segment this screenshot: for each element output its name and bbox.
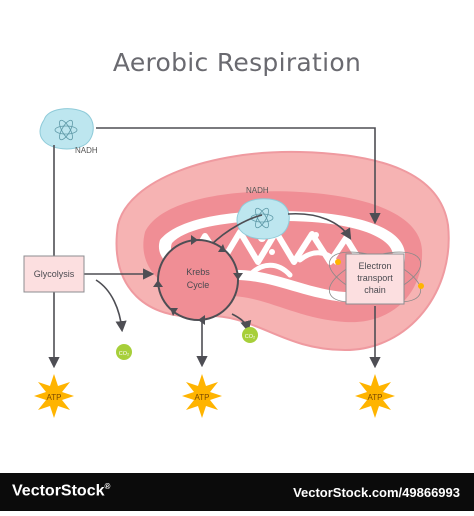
- etc-label-line1: Electron: [358, 261, 391, 271]
- glycolysis-box: [23, 255, 85, 293]
- nadh-molecule-top: [39, 108, 94, 150]
- etc-box: [345, 253, 405, 305]
- etc-electron-dot: [335, 259, 341, 265]
- co2-molecule: [242, 327, 258, 343]
- etc-label-line3: chain: [364, 285, 386, 295]
- co2-label-1: CO₂: [119, 351, 129, 357]
- krebs-cycle: [153, 235, 243, 325]
- mitochondrion: [115, 150, 450, 352]
- footer-brand-text: VectorStock: [12, 482, 105, 500]
- co2-molecule: [116, 344, 132, 360]
- co2-label-2: CO₂: [245, 334, 255, 340]
- connector-krebs-to-nadh: [209, 214, 263, 247]
- arrow-nadh-to-etc-mid: [287, 212, 352, 240]
- atp-label-2: ATP: [195, 393, 210, 402]
- nadh-molecule-mid: [236, 198, 290, 240]
- glycolysis-label: Glycolysis: [34, 269, 75, 279]
- atp-label-1: ATP: [47, 393, 62, 402]
- footer-url: VectorStock.com/49866993: [293, 485, 460, 500]
- krebs-label-line1: Krebs: [186, 267, 210, 277]
- footer-brand: VectorStock®: [12, 482, 110, 500]
- arrow-nadh-to-etc: [96, 127, 381, 225]
- etc-electron-dot: [418, 283, 424, 289]
- atp-star-2: [182, 374, 222, 418]
- etc-label-line2: transport: [357, 273, 393, 283]
- atp-star-3: [355, 374, 395, 418]
- flow-arrows: [48, 127, 381, 369]
- footer-bar: [0, 473, 474, 511]
- krebs-label-line2: Cycle: [187, 280, 210, 290]
- footer-brand-mark: ®: [104, 482, 111, 491]
- atp-star-1: [34, 374, 74, 418]
- nadh-label-top: NADH: [75, 146, 98, 155]
- page-title: Aerobic Respiration: [112, 48, 362, 77]
- nadh-label-mid: NADH: [246, 186, 269, 195]
- arrow-glycolysis-to-co2: [95, 279, 127, 333]
- atp-label-3: ATP: [368, 393, 383, 402]
